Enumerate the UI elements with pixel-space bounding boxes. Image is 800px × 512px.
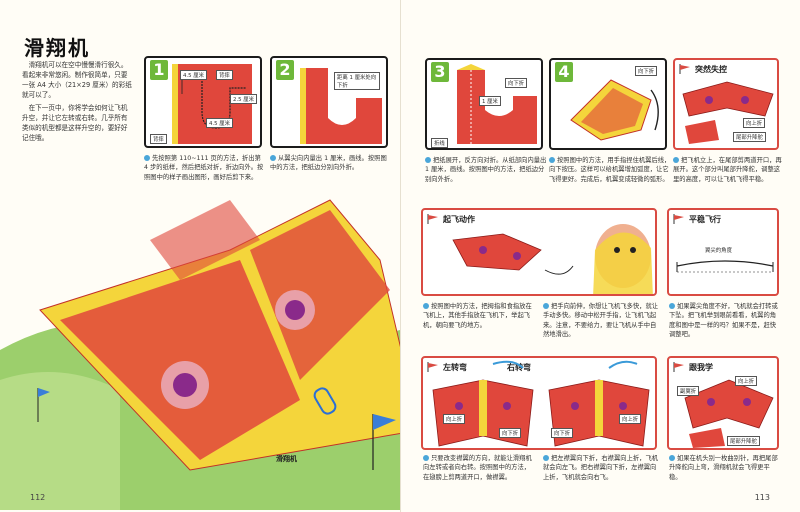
takeoff-title: 起飞动作: [443, 215, 475, 224]
stunt-title: 跟我学: [689, 363, 713, 372]
step-1-label: 4.5 厘米: [180, 70, 208, 80]
turning-label: 向上折: [619, 414, 642, 424]
turning-illustration: [432, 360, 650, 447]
intro-paragraph-1: 滑翔机可以在空中慢慢滑行很久。看起来非常悠闲。制作很简单，只要一张 A4 大小（…: [22, 61, 132, 99]
turning-panel: 左转弯 右转弯 向上折 向下折 向上折 向下折: [421, 356, 657, 450]
takeoff-illustration: [452, 224, 653, 294]
flag-icon: [427, 214, 438, 224]
flag-icon: [673, 214, 684, 224]
step-2-label: 距离 1 厘米处向下折: [334, 72, 380, 90]
page-number: 112: [30, 493, 46, 502]
stunt-panel: 跟我学 副翼折 向上折 尾部升降舵: [667, 356, 779, 450]
bullet-icon: [673, 157, 679, 163]
step-4-caption: 按照图中的方法，用手指捏住机翼后线，向下按压。这样可以给机翼增加弧度，让它飞得更…: [549, 157, 671, 183]
takeoff-caption-left: 按照图中的方法，把拇指和食指放在飞机上，其他手指放在飞机下，举起飞机，朝向要飞的…: [423, 303, 532, 329]
turning-label: 向下折: [499, 428, 522, 438]
flag-icon: [427, 362, 438, 372]
step-1-label: 背摔: [150, 134, 167, 144]
bullet-icon: [144, 155, 150, 161]
turning-caption-right: 把左襟翼向下折，右襟翼向上折，飞机就会向左飞。把右襟翼向下折，左襟翼向上折，飞机…: [543, 455, 659, 481]
step-1-caption: 先按照第 110~111 页的方法，折出第 4 步的纸样，然后把纸对折，折边向外…: [144, 155, 264, 181]
step-3-label: 折线: [431, 138, 448, 148]
glider-illustration: [0, 199, 400, 510]
step-3-illustration: [457, 64, 537, 144]
takeoff-caption-right: 把手向前伸，你想让飞机飞多快，就让手动多快。移动中松开手指，让飞机飞起来。注意，…: [543, 303, 659, 339]
step-1-label: 背摔: [216, 70, 233, 80]
flag-icon: [679, 64, 690, 74]
sudden-climb-illustration: [682, 81, 774, 144]
stable-flight-caption: 如果翼尖角度不好，飞机就会打转或下坠。把飞机举到眼前看看，机翼的角度和图中是一样…: [669, 303, 778, 339]
bullet-icon: [543, 455, 549, 461]
stable-flight-panel: 平稳飞行 翼尖的角度: [667, 208, 779, 296]
step-2-illustration: [300, 68, 382, 144]
turn-right-title: 右转弯: [507, 363, 531, 372]
right-page: 3 向下折 1 厘米 折线 把纸展开，反方向对折。从纸部向内量出 1 厘米，画线…: [400, 0, 800, 512]
bullet-icon: [423, 303, 429, 309]
bullet-icon: [425, 157, 431, 163]
intro-paragraph-2: 在下一页中，你将学会如何让飞机升空，并让它左转或右转。几乎所有类似的机型都是这样…: [22, 104, 128, 142]
step-3-label: 1 厘米: [479, 96, 501, 106]
turning-caption-left: 只要改变襟翼的方向，就能让滑翔机向左转或者向右转。按照图中的方法，在翅膀上剪两道…: [423, 455, 532, 481]
stable-flight-label: 翼尖的角度: [705, 248, 732, 254]
sudden-climb-label: 向上折: [743, 118, 766, 128]
step-number: 4: [555, 62, 573, 82]
step-2-panel: 2 距离 1 厘米处向下折: [270, 56, 388, 148]
step-4-illustration: [570, 79, 659, 141]
turning-label: 向上折: [443, 414, 466, 424]
step-4-panel: 4 向下折: [549, 58, 667, 150]
step-number: 1: [150, 60, 168, 80]
glider-label: 滑翔机: [276, 455, 297, 463]
stunt-label: 尾部升降舵: [727, 436, 760, 446]
left-page: 滑翔机 滑翔机可以在空中慢慢滑行很久。看起来非常悠闲。制作很简单，只要一张 A4…: [0, 36, 400, 510]
stunt-illustration: [684, 379, 774, 448]
step-1-label: 4.5 厘米: [206, 118, 234, 128]
bullet-icon: [669, 455, 675, 461]
stable-flight-title: 平稳飞行: [689, 215, 721, 224]
turn-left-title: 左转弯: [443, 363, 467, 372]
sudden-climb-caption: 把飞机立上，在尾部剪两道开口，再展开。这个部分叫尾部升降舵，调整这里的高度，可以…: [673, 157, 782, 183]
page-number: 113: [754, 493, 770, 502]
stunt-caption: 如果在机头别一枚曲别针，再把尾部升降舵向上弯，滑翔机就会飞得更平稳。: [669, 455, 778, 481]
stunt-label: 向上折: [735, 376, 758, 386]
stunt-label: 副翼折: [677, 386, 700, 396]
step-2-caption: 从翼尖向内量出 1 厘米，画线。按照图中的方法，把纸边分别向外折。: [270, 155, 387, 172]
bullet-icon: [549, 157, 555, 163]
sudden-climb-label: 尾部升降舵: [733, 132, 766, 142]
step-3-caption: 把纸展开，反方向对折。从纸部向内量出 1 厘米，画线。按照图中的方法，把纸边分别…: [425, 157, 547, 183]
step-number: 3: [431, 62, 449, 82]
sudden-climb-panel: 突然失控 向上折 尾部升降舵: [673, 58, 779, 150]
page-title: 滑翔机: [24, 36, 90, 60]
intro-text: 滑翔机可以在空中慢慢滑行很久。看起来非常悠闲。制作很简单，只要一张 A4 大小（…: [22, 60, 134, 146]
sudden-climb-title: 突然失控: [695, 65, 727, 74]
stable-flight-illustration: [676, 260, 774, 273]
bullet-icon: [423, 455, 429, 461]
step-1-panel: 1 4.5 厘米 背摔 2.5 厘米 4.5 厘米 背摔: [144, 56, 262, 148]
step-3-label: 向下折: [505, 78, 528, 88]
bullet-icon: [543, 303, 549, 309]
step-3-panel: 3 向下折 1 厘米 折线: [425, 58, 543, 150]
step-4-label: 向下折: [635, 66, 658, 76]
turning-label: 向下折: [551, 428, 574, 438]
takeoff-panel: 起飞动作: [421, 208, 657, 296]
bullet-icon: [270, 155, 276, 161]
step-number: 2: [276, 60, 294, 80]
step-1-label: 2.5 厘米: [230, 94, 258, 104]
bullet-icon: [669, 303, 675, 309]
flag-icon: [673, 362, 684, 372]
